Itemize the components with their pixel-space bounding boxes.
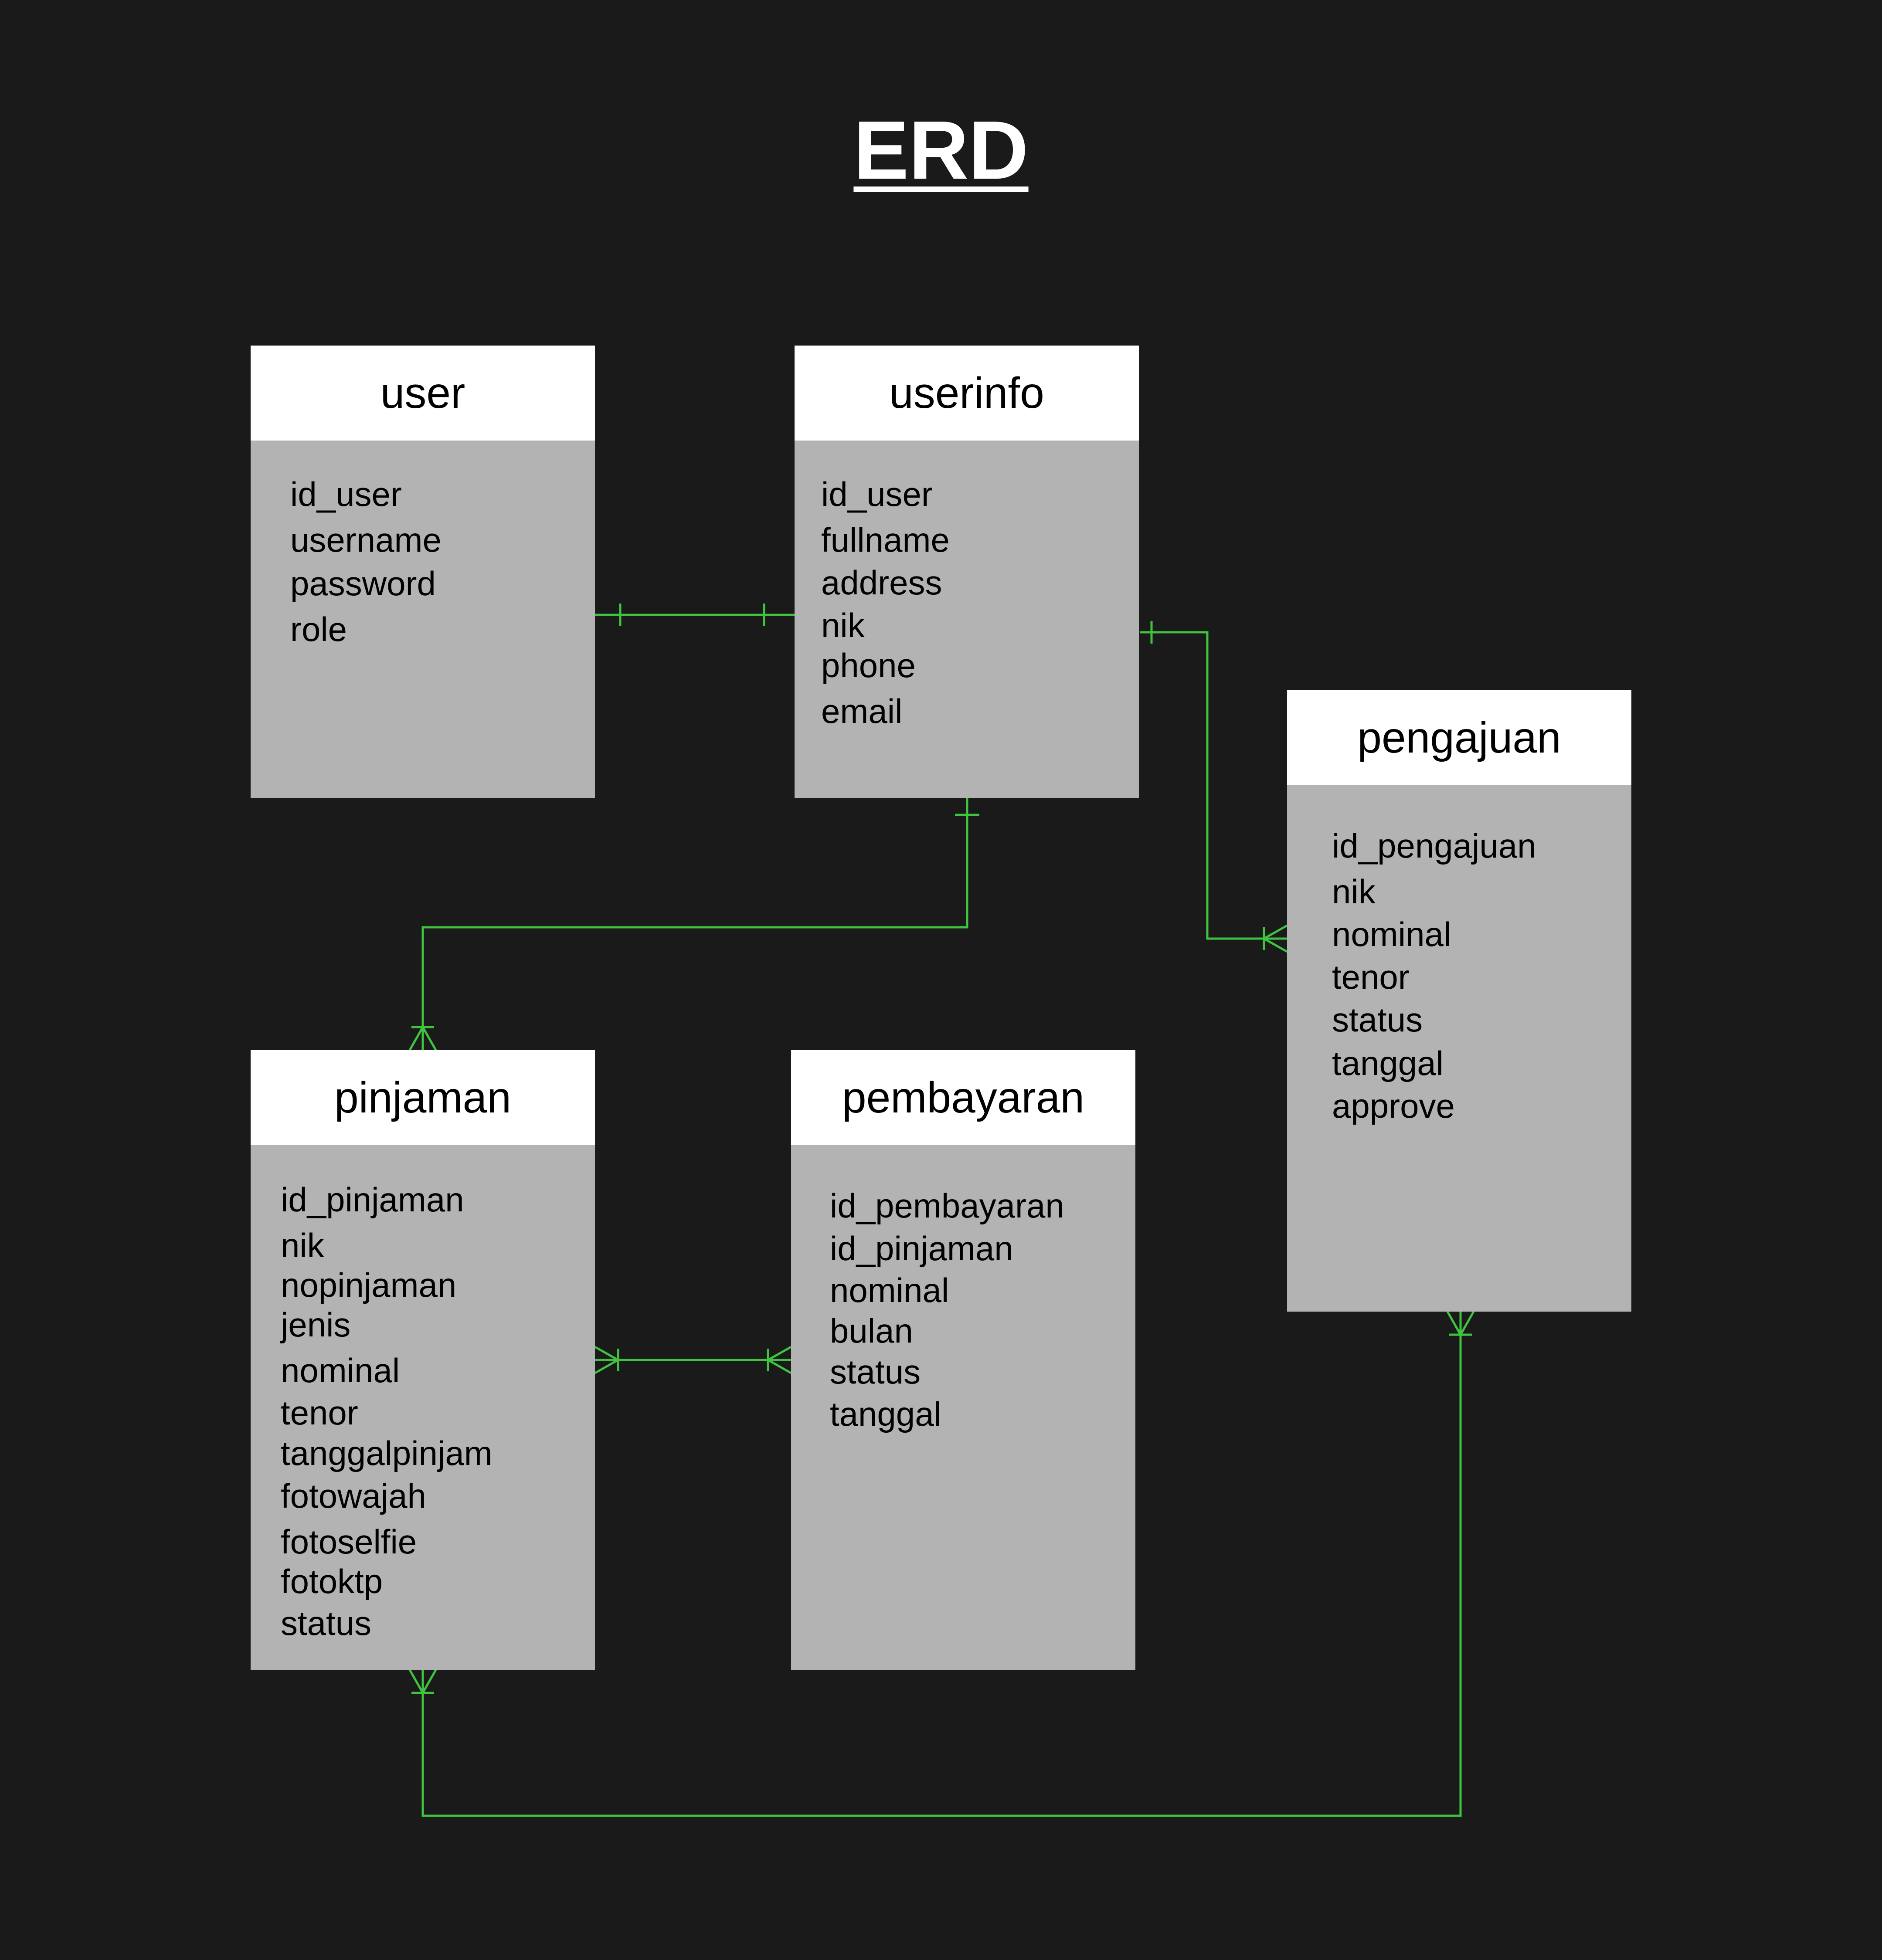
diagram-title-text: ERD	[853, 104, 1029, 197]
attribute: address	[821, 563, 942, 602]
attribute: status	[830, 1353, 921, 1391]
entity-userinfo[interactable]: userinfo id_user fullname address nik ph…	[795, 346, 1139, 798]
attribute: approve	[1332, 1087, 1455, 1125]
attribute: nominal	[830, 1271, 949, 1309]
attribute: fullname	[821, 521, 950, 559]
rel-userinfo-pengajuan-line	[1140, 631, 1287, 940]
attribute: fotoktp	[281, 1562, 383, 1601]
entity-pengajuan-header: pengajuan	[1287, 690, 1631, 785]
attribute: fotoselfie	[281, 1523, 417, 1561]
attribute: nominal	[1332, 915, 1451, 953]
attribute: password	[290, 564, 436, 603]
attribute: bulan	[830, 1312, 913, 1350]
attribute: username	[290, 521, 442, 559]
entity-pembayaran-header: pembayaran	[791, 1050, 1135, 1145]
attribute: nik	[1332, 872, 1376, 911]
attribute: email	[821, 692, 903, 730]
attribute: tenor	[281, 1394, 358, 1432]
entity-pinjaman[interactable]: pinjaman id_pinjaman nik nopinjaman jeni…	[251, 1050, 595, 1670]
attribute: role	[290, 610, 347, 648]
rel-pinjaman-many-marker-bottom	[408, 1669, 437, 1694]
rel-pinjaman-many-marker-top	[408, 1026, 437, 1051]
rel-pinjaman-many-marker-right	[594, 1346, 619, 1374]
attribute: tenor	[1332, 958, 1410, 996]
attribute: tanggal	[830, 1395, 941, 1433]
attribute: id_pinjaman	[281, 1180, 464, 1219]
attribute: status	[281, 1604, 372, 1642]
attribute: nominal	[281, 1351, 400, 1390]
rel-pembayaran-many-marker	[767, 1346, 792, 1374]
attribute: nik	[821, 606, 865, 644]
entity-pengajuan[interactable]: pengajuan id_pengajuan nik nominal tenor…	[1287, 690, 1631, 1312]
entity-user[interactable]: user id_user username password role	[251, 346, 595, 798]
attribute: nopinjaman	[281, 1266, 457, 1304]
rel-pengajuan-many-marker-bottom	[1446, 1311, 1475, 1336]
entity-user-header: user	[251, 346, 595, 441]
attribute: tanggal	[1332, 1044, 1444, 1082]
attribute: id_pengajuan	[1332, 827, 1536, 865]
attribute: status	[1332, 1000, 1423, 1039]
attribute: tanggalpinjam	[281, 1434, 493, 1472]
rel-userinfo-pinjaman-line	[421, 798, 968, 1050]
attribute: fotowajah	[281, 1477, 426, 1515]
diagram-title: ERD	[0, 109, 1882, 192]
attribute: jenis	[281, 1306, 351, 1344]
attribute: nik	[281, 1226, 324, 1265]
attribute: id_pembayaran	[830, 1187, 1064, 1225]
attribute: phone	[821, 646, 916, 685]
entity-pinjaman-header: pinjaman	[251, 1050, 595, 1145]
attribute: id_user	[821, 475, 933, 513]
entity-userinfo-header: userinfo	[795, 346, 1139, 441]
attribute: id_pinjaman	[830, 1229, 1013, 1268]
attribute: id_user	[290, 475, 402, 513]
entity-pembayaran[interactable]: pembayaran id_pembayaran id_pinjaman nom…	[791, 1050, 1135, 1670]
rel-pengajuan-many-marker	[1263, 924, 1288, 953]
